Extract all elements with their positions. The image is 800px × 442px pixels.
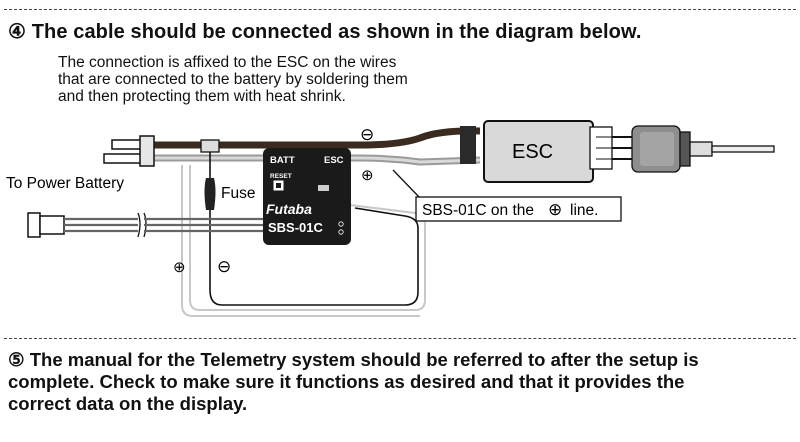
step5-paragraph: ⑤ The manual for the Telemetry system sh…: [8, 349, 798, 415]
step5-line-2: complete. Check to make sure it function…: [8, 371, 685, 392]
step4-number: ④: [8, 21, 27, 43]
bottom-divider: [4, 338, 796, 339]
step5-line-1: ⑤ The manual for the Telemetry system sh…: [8, 349, 798, 371]
to-battery-label: To Power Battery: [6, 175, 124, 192]
fuse-lead: [209, 152, 419, 306]
fuse-body: [204, 178, 216, 210]
callout-leader: [392, 169, 421, 199]
note-line-1: The connection is affixed to the ESC on …: [58, 54, 397, 71]
note-line-2: that are connected to the battery by sol…: [58, 71, 408, 88]
esc-label: ESC: [512, 141, 553, 163]
battery-connector: [103, 135, 155, 167]
positive-symbol-esc: ⊕: [361, 167, 374, 184]
step5-line-3: correct data on the display.: [8, 393, 248, 414]
fuse-label: Fuse: [221, 185, 255, 202]
negative-symbol-esc: ⊖: [360, 125, 374, 144]
top-divider: [4, 9, 796, 10]
solder-joint: [200, 139, 220, 153]
motor: [612, 125, 775, 173]
step5-number: ⑤: [8, 349, 25, 370]
callout-text-start: SBS-01C on the: [422, 202, 534, 219]
installation-note: The connection is affixed to the ESC on …: [58, 54, 408, 105]
model-label: SBS-01C: [268, 220, 324, 235]
step5-text-1: The manual for the Telemetry system shou…: [29, 349, 699, 370]
esc-unit: [460, 120, 613, 183]
step4-heading: ④ The cable should be connected as shown…: [8, 19, 642, 44]
wiring-diagram: BATT ESC RESET Futaba SBS-01C ESC ⊖ ⊕ ⊕ …: [6, 120, 775, 317]
status-led: [318, 185, 329, 191]
receiver-cable: [27, 212, 263, 238]
batt-port-label: BATT: [270, 155, 295, 166]
step4-title: The cable should be connected as shown i…: [31, 21, 642, 43]
brand-logo: Futaba: [266, 201, 312, 217]
callout-text-end: line.: [570, 202, 598, 219]
esc-port-label: ESC: [324, 155, 344, 166]
reset-label: RESET: [270, 173, 292, 180]
callout-box: [415, 196, 622, 222]
negative-symbol-loop: ⊖: [217, 257, 231, 276]
positive-symbol-loop: ⊕: [173, 259, 186, 276]
callout-plus-symbol: ⊕: [548, 200, 562, 219]
negative-wire: [150, 127, 481, 149]
note-line-3: and then protecting them with heat shrin…: [58, 88, 346, 105]
sbs01c-module: [263, 148, 351, 245]
